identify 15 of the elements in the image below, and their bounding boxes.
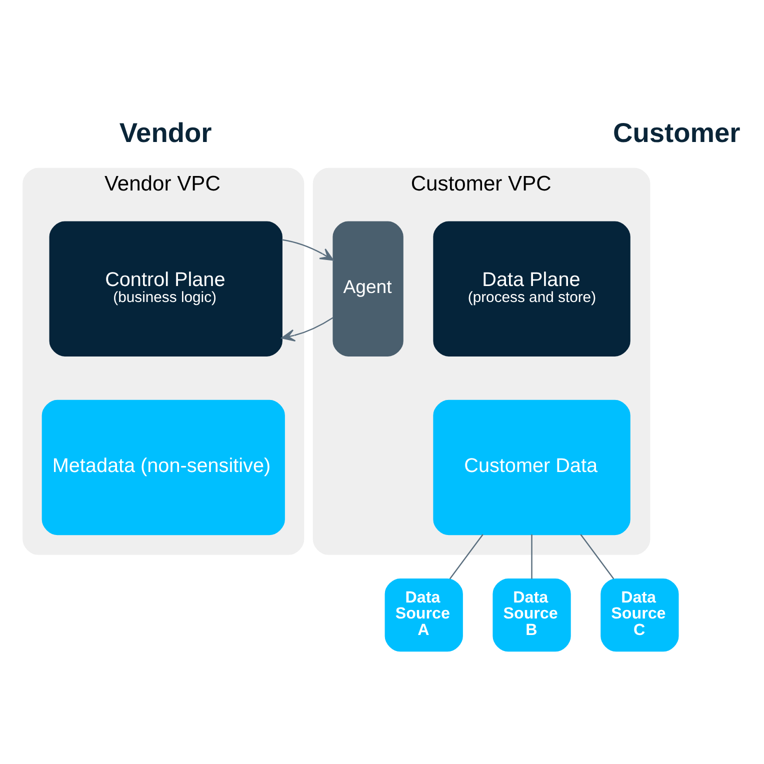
connector bbox=[531, 534, 532, 578]
node-box: Data Source A bbox=[384, 578, 463, 652]
arrow bbox=[282, 238, 334, 260]
label: Vendor bbox=[119, 116, 212, 148]
node-box: Control Plane (business logic) bbox=[49, 220, 282, 356]
connector bbox=[449, 534, 484, 579]
connector bbox=[580, 534, 614, 579]
node-box: Data Source C bbox=[600, 578, 679, 652]
label: Customer bbox=[613, 116, 740, 148]
node-box: Customer Data bbox=[433, 399, 630, 535]
node-box: Data Source B bbox=[492, 578, 571, 652]
node-box: Data Plane (process and store) bbox=[433, 220, 630, 356]
node-box: Agent bbox=[332, 220, 404, 356]
arrow bbox=[281, 316, 334, 342]
node-box: Metadata (non-sensitive) bbox=[42, 399, 285, 535]
